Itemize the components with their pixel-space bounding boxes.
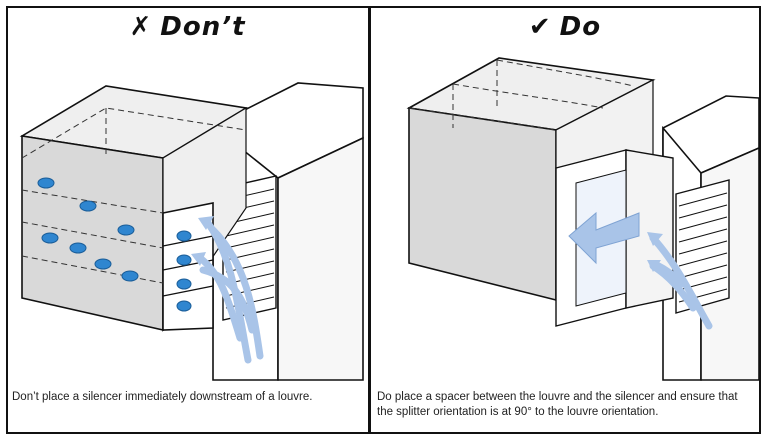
do-illustration: [371, 8, 759, 388]
cross-icon: ✗: [129, 12, 152, 42]
do-heading: ✔ Do: [371, 12, 759, 42]
dont-illustration: [8, 8, 367, 388]
checkmark-icon: ✔: [529, 12, 552, 42]
dont-panel: ✗ Don’t Don’t place a silencer immediatel…: [8, 8, 367, 432]
do-panel: ✔ Do Do place a spacer between the louvre…: [371, 8, 759, 432]
dont-heading: ✗ Don’t: [8, 12, 367, 42]
do-heading-text: Do: [560, 12, 601, 42]
dont-heading-text: Don’t: [160, 12, 245, 42]
do-caption: Do place a spacer between the louvre and…: [377, 390, 747, 420]
dont-caption: Don’t place a silencer immediately downs…: [12, 390, 362, 405]
